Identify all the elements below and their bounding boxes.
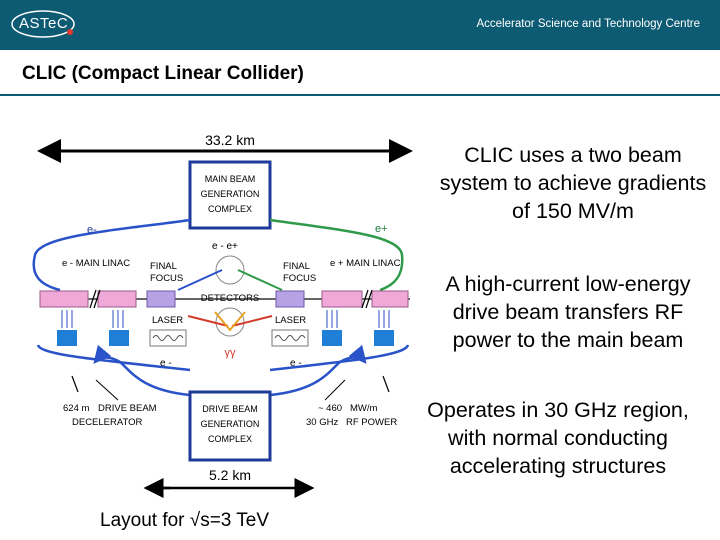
e-bottom-left-label: e - [160,358,172,369]
main-linac-left-label: e - MAIN LINAC [62,258,130,269]
logo-text: ASTeC [19,15,69,32]
e-plus-loop [269,218,404,292]
drive-beam-box [188,390,272,462]
drive-beam-loop-right-outer [269,344,410,372]
linac-right-segment-1 [321,290,363,308]
rf-unit-label: MW/m [350,403,378,414]
detectors-label: DETECTORS [201,293,259,304]
rf-power-label: RF POWER [346,417,397,428]
focus-right-quad [275,290,305,308]
main-beam-box [188,160,272,230]
power-block-2 [109,330,129,346]
slide-title: CLIC (Compact Linear Collider) [22,63,304,84]
header-bar: ASTeC Accelerator Science and Technology… [0,0,720,50]
focus-left-quad [146,290,176,308]
linac-right-segment-2 [371,290,409,308]
rf-gradient-label: ~ 460 [318,403,342,414]
final-focus-right-2: FOCUS [283,273,316,284]
length-bottom-label: 5.2 km [209,467,251,483]
drive-beam-loop-left [93,344,191,397]
linac-left-segment-1 [39,290,89,308]
gamma-label: γγ [225,347,237,359]
final-focus-left-2: FOCUS [150,273,183,284]
power-block-1 [57,330,77,346]
e-e-label: e - e+ [212,241,238,252]
bullet-two-beam: CLIC uses a two beam system to achieve g… [439,143,707,223]
linac-left-segment-2 [97,290,137,308]
layout-caption: Layout for √s=3 TeV [100,510,270,531]
drive-beam-label-3: COMPLEX [208,434,252,444]
main-beam-label-2: GENERATION [201,189,260,199]
final-focus-left-1: FINAL [150,261,177,272]
e-minus-loop [32,218,191,292]
laser-left-label: LASER [152,315,183,326]
main-beam-label-1: MAIN BEAM [205,174,256,184]
decel-length-label: 624 m [63,403,89,414]
bullet-drive-beam: A high-current low-energy drive beam tra… [445,272,691,352]
power-block-3 [322,330,342,346]
final-focus-right-1: FINAL [283,261,310,272]
detector-upper [215,255,245,285]
detector-lower [215,307,245,337]
drive-beam-label-2: GENERATION [201,419,260,429]
power-block-4 [374,330,394,346]
laser-right-label: LASER [275,315,306,326]
length-top-label: 33.2 km [205,132,255,148]
drive-beam-label-1: DRIVE BEAM [202,404,258,414]
e-bottom-right-label: e - [290,358,302,369]
decel-label-1: DRIVE BEAM [98,403,157,414]
rf-frequency-label: 30 GHz [306,417,338,428]
e-plus-label: e+ [375,223,388,235]
e-minus-label: e- [87,224,97,236]
decel-label-2: DECELERATOR [72,417,143,428]
drive-beam-loop-left-outer [36,344,191,372]
drive-beam-loop-right [269,344,367,397]
main-beam-label-3: COMPLEX [208,204,252,214]
bullet-frequency: Operates in 30 GHz region, with normal c… [427,398,689,478]
org-name: Accelerator Science and Technology Centr… [476,18,700,30]
astec-logo [11,10,75,38]
title-divider [0,94,720,96]
main-linac-right-label: e + MAIN LINAC [330,258,401,269]
